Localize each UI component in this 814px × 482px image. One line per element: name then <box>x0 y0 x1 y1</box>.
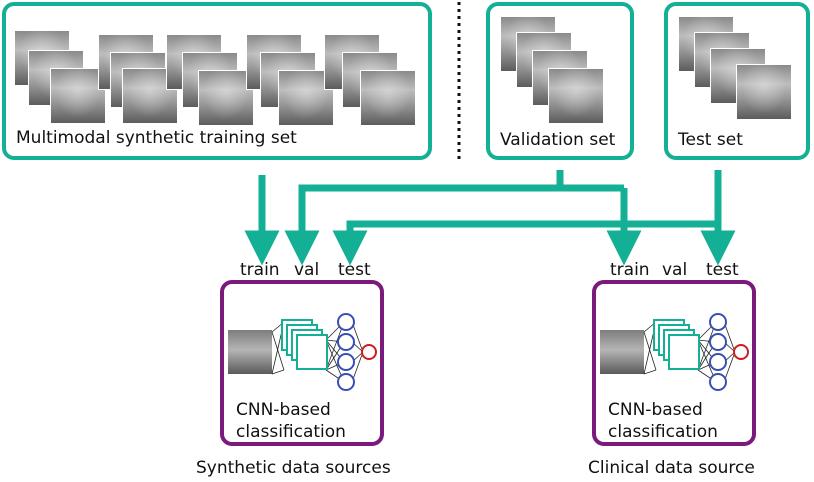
left-model-box: CNN-based classification <box>220 280 384 446</box>
left-caption-line1: CNN-based <box>236 400 331 420</box>
synthetic-sources-label: Synthetic data sources <box>196 458 391 478</box>
right-train-label: train <box>610 260 650 280</box>
test-set-box: Test set <box>664 2 810 160</box>
training-image <box>50 68 106 124</box>
left-caption-line2: classification <box>236 422 346 442</box>
input-image <box>600 330 644 374</box>
clinical-source-label: Clinical data source <box>588 458 755 478</box>
hidden-node <box>337 333 355 351</box>
right-test-label: test <box>706 260 739 280</box>
input-image <box>228 330 272 374</box>
cnn-diagram <box>271 313 377 391</box>
output-node <box>733 344 749 360</box>
training-image <box>198 70 254 126</box>
validation-image <box>548 68 604 124</box>
test-arrow-left <box>332 220 718 266</box>
right-caption-line2: classification <box>608 422 718 442</box>
training-set-box: Multimodal synthetic training set <box>2 2 432 160</box>
test-set-label: Test set <box>678 130 743 150</box>
val-arrow-left <box>284 184 624 266</box>
hidden-node <box>337 373 355 391</box>
validation-set-box: Validation set <box>486 2 634 160</box>
hidden-node <box>709 353 727 371</box>
hidden-node <box>337 353 355 371</box>
right-val-label: val <box>662 260 688 280</box>
training-set-label: Multimodal synthetic training set <box>16 128 297 148</box>
training-image <box>278 70 334 126</box>
left-val-label: val <box>294 260 320 280</box>
left-train-label: train <box>240 260 280 280</box>
hidden-node <box>337 313 355 331</box>
right-model-box: CNN-based classification <box>592 280 756 446</box>
output-node <box>361 344 377 360</box>
test-image <box>736 64 792 120</box>
hidden-node <box>709 313 727 331</box>
hidden-node <box>709 333 727 351</box>
conv-layer <box>668 334 700 370</box>
conv-layer <box>296 334 328 370</box>
left-test-label: test <box>338 260 371 280</box>
right-caption-line1: CNN-based <box>608 400 703 420</box>
validation-set-label: Validation set <box>500 130 616 150</box>
hidden-node <box>709 373 727 391</box>
cnn-diagram <box>643 313 749 391</box>
training-image <box>360 70 416 126</box>
